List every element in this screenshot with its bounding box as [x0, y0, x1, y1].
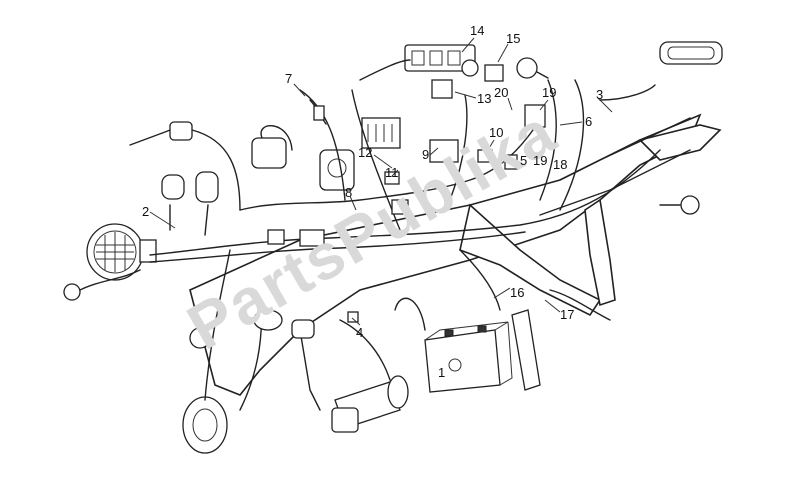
connector-10: [477, 149, 493, 163]
neutral-sensor: [189, 317, 211, 349]
callout-12: 12: [358, 145, 373, 160]
callout-6: 6: [585, 114, 593, 129]
headlight: [86, 223, 157, 281]
front-indicator: [63, 269, 141, 301]
horn: [182, 396, 228, 454]
coil-pair: [161, 171, 219, 236]
callout-2: 2: [142, 204, 150, 219]
side-stand: [511, 309, 541, 391]
callout-1: 1: [438, 365, 446, 380]
callout-11: 11: [385, 165, 399, 180]
regulator: [361, 117, 401, 149]
wiring-harness: [149, 59, 661, 411]
ignition-module: [251, 125, 293, 169]
callout-20: 20: [494, 85, 509, 100]
callout-3: 3: [596, 87, 604, 102]
callout-5: 5: [520, 153, 528, 168]
tail-light: [659, 41, 723, 65]
callout-7: 7: [285, 71, 293, 86]
key-switch: [319, 149, 355, 191]
rear-indicator: [659, 195, 700, 215]
callout-18: 18: [553, 157, 568, 172]
flasher-unit: [516, 57, 549, 79]
callout-16: 16: [510, 285, 525, 300]
starter-motor: [331, 375, 409, 433]
callout-19-bottom: 19: [533, 153, 548, 168]
callout-13: 13: [477, 91, 492, 106]
callout-4: 4: [356, 325, 364, 340]
callout-9: 9: [422, 147, 430, 162]
battery: [424, 321, 513, 393]
relay-13: [431, 79, 453, 99]
callout-19-top: 19: [542, 85, 557, 100]
motorcycle-frame: [189, 113, 722, 411]
callout-8: 8: [345, 185, 353, 200]
callout-17: 17: [560, 307, 575, 322]
relay-15: [484, 64, 504, 82]
fuse-box: [404, 44, 479, 77]
callout-14: 14: [470, 23, 485, 38]
handlebar-switch: [129, 121, 241, 211]
callout-10: 10: [489, 125, 504, 140]
callout-15: 15: [506, 31, 521, 46]
leader-lines: [149, 37, 613, 326]
relay-9: [429, 139, 459, 163]
